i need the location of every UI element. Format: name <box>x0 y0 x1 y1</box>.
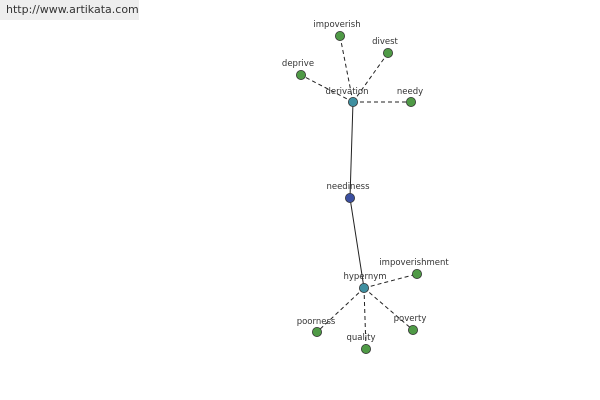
node-neediness[interactable] <box>344 192 355 203</box>
node-label-neediness[interactable]: neediness <box>326 182 370 192</box>
node-label-impoverish[interactable]: impoverish <box>313 20 360 30</box>
node-poorness[interactable] <box>311 326 322 337</box>
edge-hypernym-impoverishment <box>363 273 418 289</box>
node-hypernym[interactable] <box>358 282 369 293</box>
node-label-deprive[interactable]: deprive <box>282 59 314 69</box>
graph-edges <box>300 35 418 350</box>
node-label-needy[interactable]: needy <box>397 87 423 97</box>
node-impoverishment[interactable] <box>411 268 422 279</box>
graph-labels: neediness derivation hypernym impoverish div… <box>282 20 449 343</box>
edge-neediness-derivation <box>349 101 354 199</box>
edge-neediness-hypernym <box>349 197 365 289</box>
node-deprive[interactable] <box>295 70 306 81</box>
node-label-divest[interactable]: divest <box>372 37 398 47</box>
node-label-poorness[interactable]: poorness <box>297 317 336 327</box>
site-url-link[interactable]: http://www.artikata.com <box>0 0 139 20</box>
graph-nodes <box>295 30 422 354</box>
edge-hypernym-quality <box>363 287 367 350</box>
node-label-poverty[interactable]: poverty <box>394 314 427 324</box>
node-label-derivation[interactable]: derivation <box>325 87 368 97</box>
node-label-quality[interactable]: quality <box>346 333 375 343</box>
edge-derivation-deprive <box>300 74 354 103</box>
edge-derivation-impoverish <box>339 35 354 103</box>
node-divest[interactable] <box>382 48 393 59</box>
node-quality[interactable] <box>360 343 371 354</box>
node-label-impoverishment[interactable]: impoverishment <box>379 258 449 268</box>
node-label-hypernym[interactable]: hypernym <box>343 272 386 282</box>
edge-derivation-divest <box>352 52 389 103</box>
node-needy[interactable] <box>405 97 416 108</box>
edge-hypernym-poverty <box>363 287 414 331</box>
node-derivation[interactable] <box>347 97 358 108</box>
edge-hypernym-poorness <box>316 287 365 333</box>
node-poverty[interactable] <box>407 324 418 335</box>
node-impoverish[interactable] <box>334 30 345 41</box>
